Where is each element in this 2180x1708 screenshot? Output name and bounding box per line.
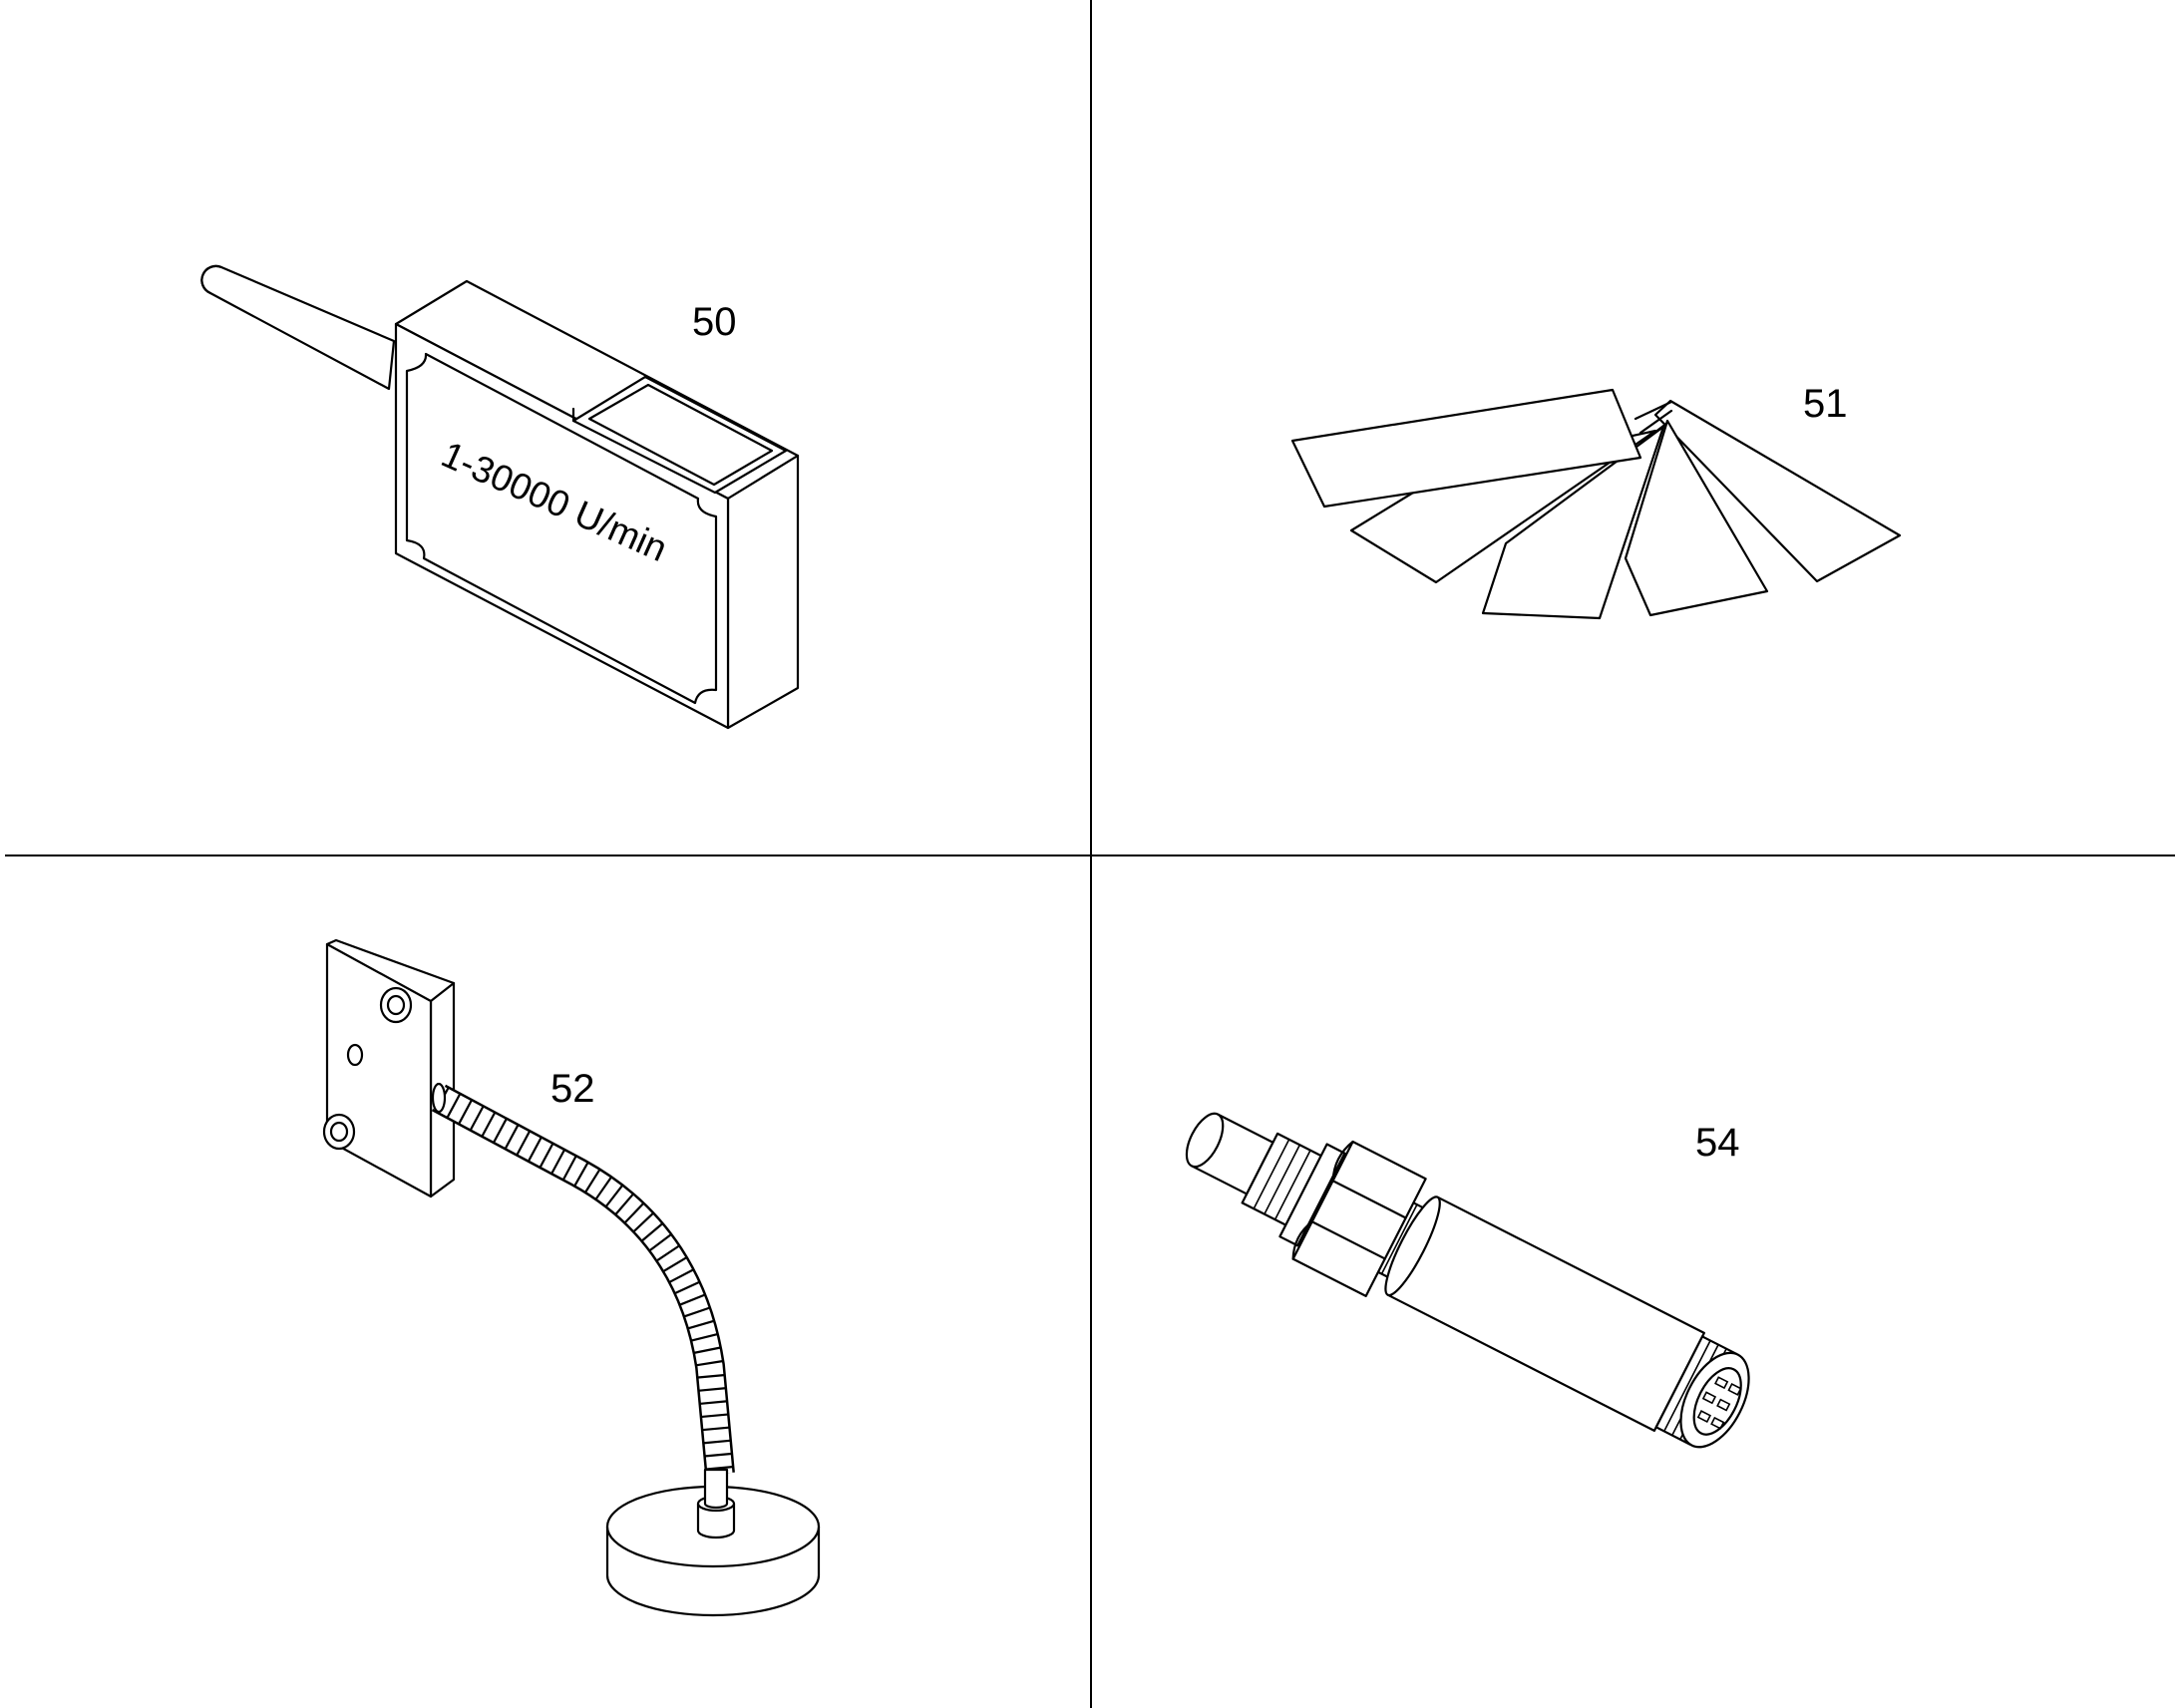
box-window [571, 375, 788, 495]
strip-1 [1290, 388, 1642, 509]
connector-pins [1696, 1376, 1742, 1430]
bracket-face [325, 942, 433, 1198]
connector-face [1679, 1351, 1750, 1449]
quadrant-dividers [5, 0, 2175, 1708]
strip-4 [1624, 419, 1769, 617]
box-side [726, 454, 800, 730]
part-50-sensor-box: 1-30000 U/min 50 [200, 264, 800, 730]
strip-5 [1653, 399, 1902, 583]
callout-52: 52 [550, 1067, 595, 1111]
hex-nut [1291, 1140, 1427, 1297]
callout-51: 51 [1803, 382, 1848, 426]
strip-3 [1481, 425, 1665, 620]
gooseneck-body [433, 1086, 733, 1476]
label-frame [405, 352, 718, 705]
callout-54: 54 [1695, 1121, 1740, 1165]
part-51-reflective-strips: 51 [1290, 382, 1902, 620]
part-54-inductive-sensor [1185, 1112, 1750, 1449]
cable [200, 264, 396, 391]
callout-50: 50 [692, 300, 737, 344]
sensor-body [1386, 1196, 1705, 1432]
magnetic-base [605, 1468, 821, 1617]
part-52-gooseneck-holder: 52 [322, 938, 821, 1617]
bracket-screws [322, 986, 413, 1151]
